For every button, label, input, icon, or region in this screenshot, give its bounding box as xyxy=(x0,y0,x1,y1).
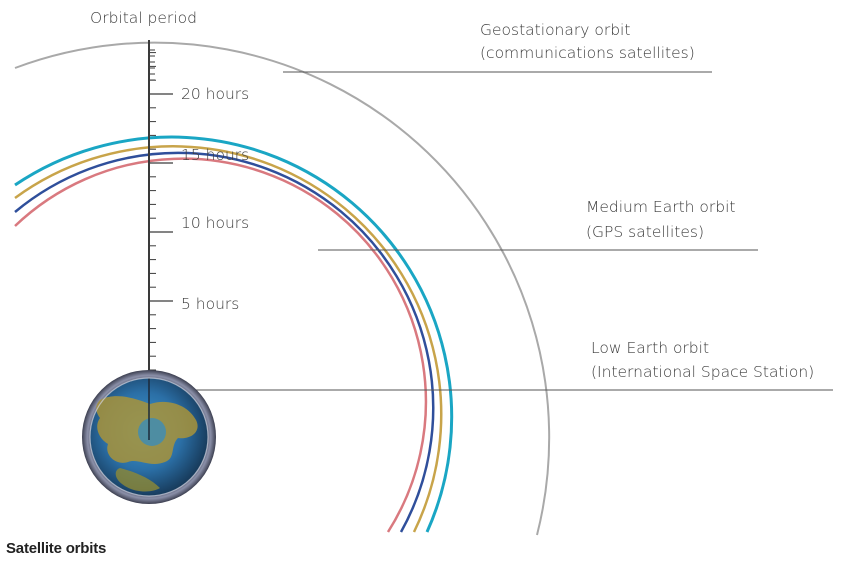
low-orbit-label-line2: (International Space Station) xyxy=(591,363,815,381)
figure-caption: Satellite orbits xyxy=(6,540,107,557)
orbit-ring-blue xyxy=(14,151,435,533)
tick-label-15-hours: 15 hours xyxy=(181,146,250,164)
period-axis-ticks xyxy=(149,49,173,371)
earth-landmass xyxy=(115,468,160,492)
axis-title: Orbital period xyxy=(90,9,197,27)
tick-label-20-hours: 20 hours xyxy=(181,85,250,103)
low-orbit-label-line1: Low Earth orbit xyxy=(591,339,710,357)
medium-orbit-label-line2: (GPS satellites) xyxy=(586,223,705,241)
geo-orbit-label-line2: (communications satellites) xyxy=(480,44,695,62)
geo-orbit-label-line1: Geostationary orbit xyxy=(480,21,631,39)
orbit-ring-gold xyxy=(14,145,443,533)
orbit-ring-cyan xyxy=(14,135,454,533)
earth-globe xyxy=(82,370,216,504)
tick-label-10-hours: 10 hours xyxy=(181,214,250,232)
geostationary-orbit-arc xyxy=(14,41,551,536)
tick-label-5-hours: 5 hours xyxy=(181,295,240,313)
orbit-ring-red xyxy=(14,157,428,533)
medium-orbit-label-line1: Medium Earth orbit xyxy=(586,198,736,216)
